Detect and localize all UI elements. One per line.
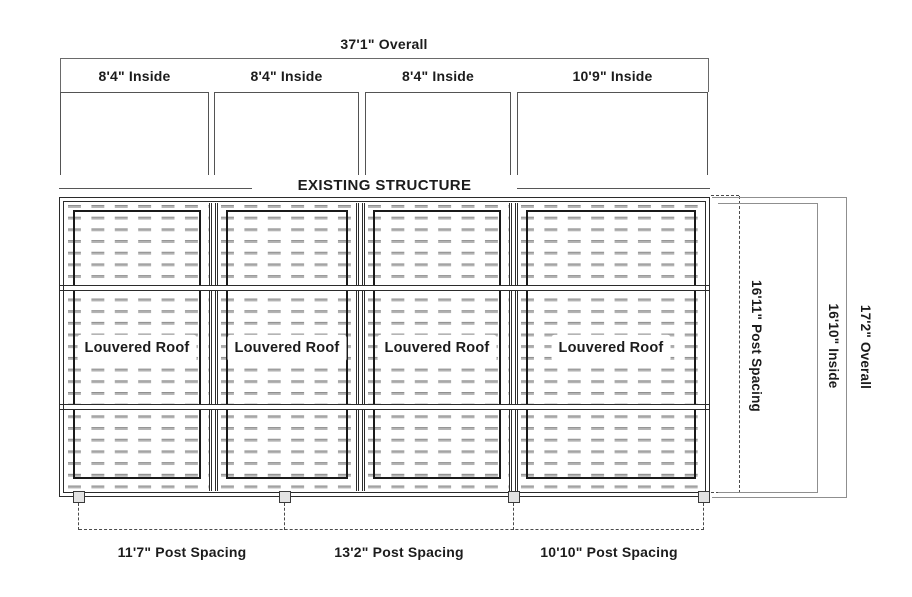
roof-panel-4-label: Louvered Roof <box>551 334 671 362</box>
overall-depth-dimension-bracket <box>712 196 847 498</box>
cross-beam-2 <box>59 404 710 410</box>
post-1-dimension-leader <box>78 503 80 530</box>
bay-1-inside-dimension-label: 8'4" Inside <box>98 68 171 84</box>
post-4-dimension-leader <box>703 503 705 530</box>
roof-panel-2 <box>226 210 348 479</box>
support-post-3 <box>507 491 520 503</box>
support-post-4 <box>698 491 710 503</box>
bay-3-inside-dimension-label: 8'4" Inside <box>401 68 475 84</box>
structure-interior: Louvered Roof Louvered Roof Louvered Roo… <box>59 203 710 491</box>
right-post-spacing-dimension-line <box>738 196 740 493</box>
post-spacing-label-2: 13'2" Post Spacing <box>334 544 464 560</box>
bay-4-inside-dimension-label: 10'9" Inside <box>572 68 653 84</box>
roof-panel-1-label: Louvered Roof <box>77 334 197 362</box>
post-2-dimension-leader <box>284 503 286 530</box>
support-post-2 <box>279 491 291 503</box>
roof-panel-3 <box>373 210 501 479</box>
bay-divider-post-1-lines <box>211 203 216 491</box>
roof-panel-2-label: Louvered Roof <box>227 334 347 362</box>
roof-bay-2: Louvered Roof <box>218 203 356 491</box>
roof-panel-4 <box>526 210 696 479</box>
right-post-spacing-leader-top <box>711 195 739 196</box>
overall-width-dimension-line <box>59 58 709 92</box>
bay-divider-post-2 <box>356 203 365 491</box>
existing-structure-title: EXISTING STRUCTURE <box>297 177 472 194</box>
existing-structure-bay-2 <box>214 92 359 175</box>
louvered-roof-structure: Louvered Roof Louvered Roof Louvered Roo… <box>59 197 710 497</box>
post-3-dimension-leader <box>512 503 514 530</box>
existing-structure-edge-line-left <box>59 187 252 190</box>
bay-divider-post-3 <box>509 203 518 491</box>
post-spacing-label-3: 10'10" Post Spacing <box>540 544 678 560</box>
post-spacing-dimension-line <box>79 529 704 530</box>
inside-depth-dimension-bracket <box>718 203 818 493</box>
overall-width-label: 37'1" Overall <box>340 36 428 52</box>
bay-divider-post-2-lines <box>358 203 363 491</box>
bay-divider-post-1 <box>209 203 218 491</box>
roof-bay-1: Louvered Roof <box>65 203 209 491</box>
existing-structure-bay-1 <box>60 92 209 175</box>
existing-structure-bay-3 <box>365 92 511 175</box>
cross-beam-1 <box>59 285 710 291</box>
existing-structure-bay-4 <box>517 92 708 175</box>
existing-structure-edge-line-right <box>517 187 711 190</box>
right-post-spacing-label: 16'11" Post Spacing <box>748 280 764 412</box>
roof-panel-3-label: Louvered Roof <box>377 334 497 362</box>
bay-2-inside-dimension-label: 8'4" Inside <box>250 68 323 84</box>
support-post-1 <box>73 491 85 503</box>
post-spacing-label-1: 11'7" Post Spacing <box>117 544 247 560</box>
right-overall-depth-label: 17'2" Overall <box>857 304 873 390</box>
bay-divider-post-3-lines <box>511 203 516 491</box>
roof-bay-3: Louvered Roof <box>365 203 509 491</box>
right-inside-depth-label: 16'10" Inside <box>825 303 841 389</box>
roof-panel-1 <box>73 210 201 479</box>
roof-bay-4: Louvered Roof <box>518 203 704 491</box>
existing-structure-edge: EXISTING STRUCTURE <box>59 177 711 194</box>
